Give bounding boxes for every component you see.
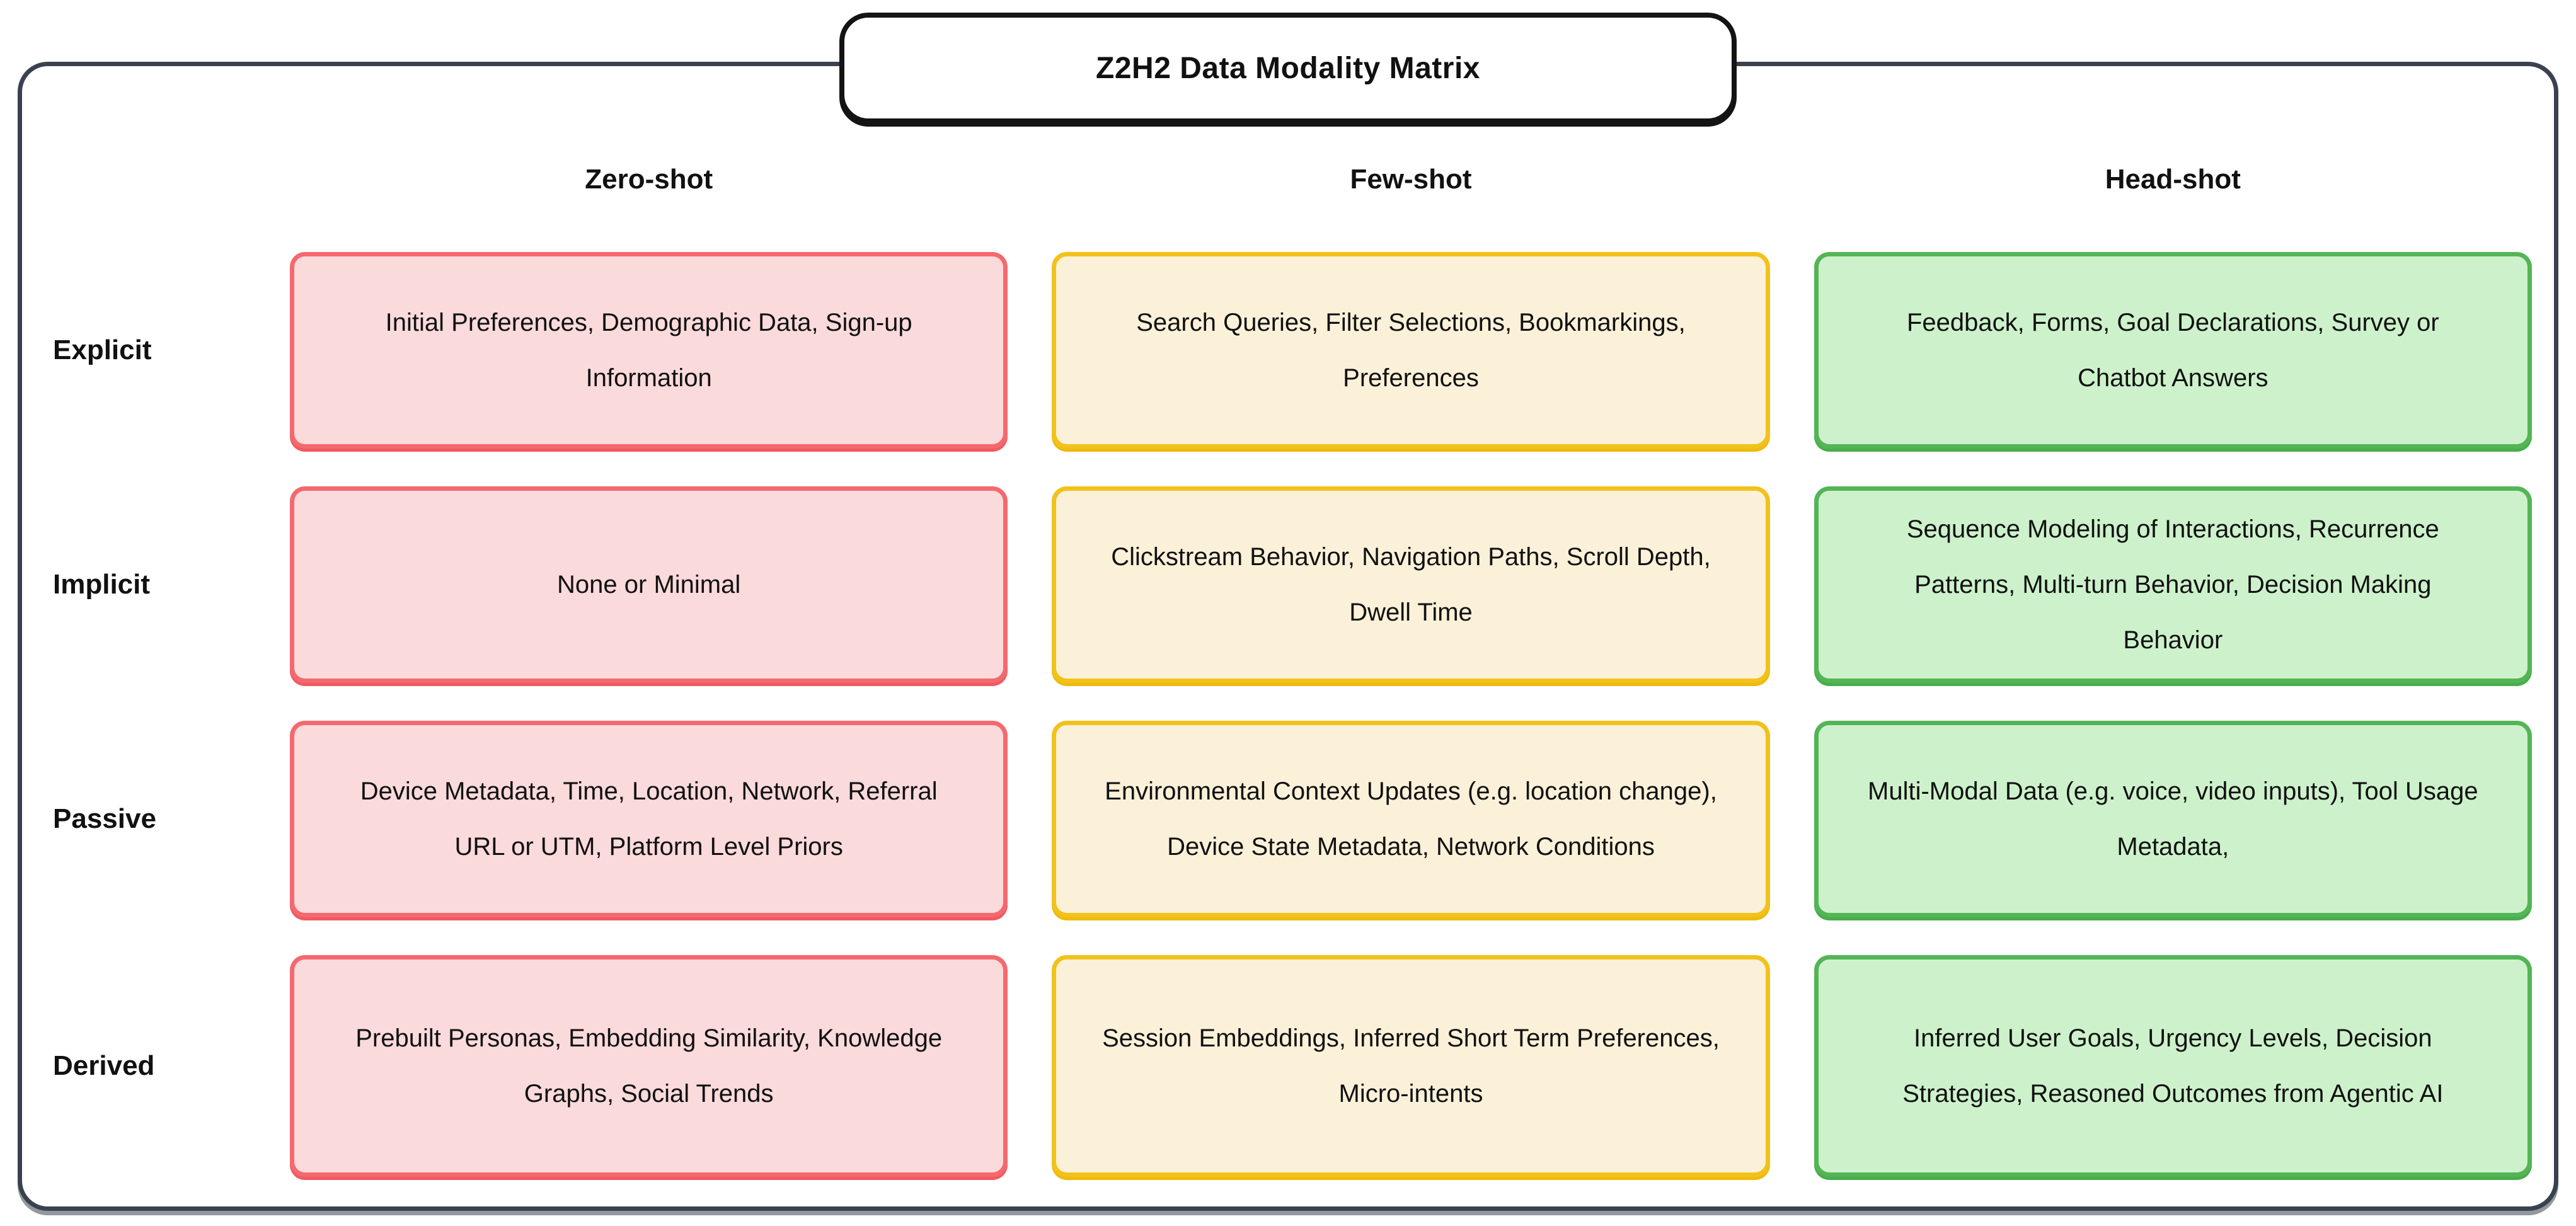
column-header-few-shot: Few-shot xyxy=(1350,164,1472,195)
row-label-implicit: Implicit xyxy=(53,569,151,600)
cell-implicit-head-shot: Sequence Modeling of Interactions, Recur… xyxy=(1814,486,2532,683)
cell-derived-few-shot: Session Embeddings, Inferred Short Term … xyxy=(1052,955,1770,1177)
row-label-passive: Passive xyxy=(53,803,156,834)
cell-explicit-head-shot: Feedback, Forms, Goal Declarations, Surv… xyxy=(1814,252,2532,449)
row-label-derived: Derived xyxy=(53,1050,155,1081)
diagram-title: Z2H2 Data Modality Matrix xyxy=(1096,51,1480,85)
cell-explicit-few-shot: Search Queries, Filter Selections, Bookm… xyxy=(1052,252,1770,449)
cell-derived-head-shot: Inferred User Goals, Urgency Levels, Dec… xyxy=(1814,955,2532,1177)
column-header-head-shot: Head-shot xyxy=(2105,164,2241,195)
data-modality-matrix: Zero-shot Few-shot Head-shot Explicit In… xyxy=(44,145,2532,1177)
diagram-title-box: Z2H2 Data Modality Matrix xyxy=(839,13,1737,123)
cell-passive-zero-shot: Device Metadata, Time, Location, Network… xyxy=(290,721,1008,917)
cell-implicit-zero-shot: None or Minimal xyxy=(290,486,1008,683)
row-label-explicit: Explicit xyxy=(53,335,152,365)
cell-explicit-zero-shot: Initial Preferences, Demographic Data, S… xyxy=(290,252,1008,449)
cell-passive-head-shot: Multi-Modal Data (e.g. voice, video inpu… xyxy=(1814,721,2532,917)
cell-derived-zero-shot: Prebuilt Personas, Embedding Similarity,… xyxy=(290,955,1008,1177)
cell-implicit-few-shot: Clickstream Behavior, Navigation Paths, … xyxy=(1052,486,1770,683)
cell-passive-few-shot: Environmental Context Updates (e.g. loca… xyxy=(1052,721,1770,917)
column-header-zero-shot: Zero-shot xyxy=(585,164,713,195)
